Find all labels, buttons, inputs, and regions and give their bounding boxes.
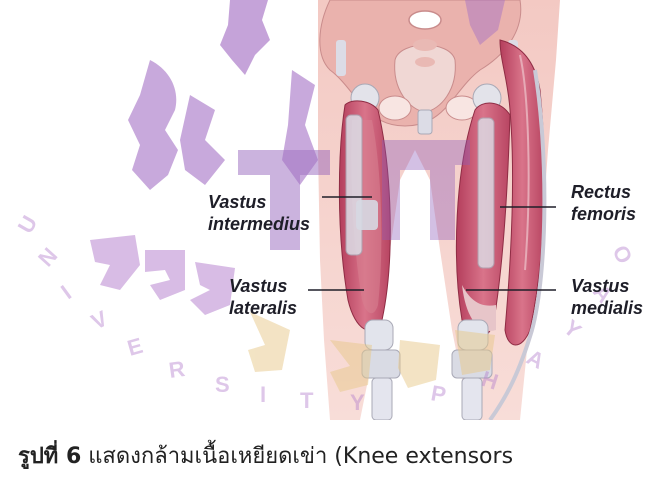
svg-text:Y: Y (350, 390, 365, 415)
svg-text:S: S (215, 372, 230, 397)
svg-text:R: R (167, 356, 186, 383)
label-vastus-lateralis-line2: lateralis (229, 297, 297, 319)
label-rectus-femoris-line1: Rectus (571, 181, 636, 203)
label-vastus-intermedius: Vastus intermedius (208, 191, 310, 235)
svg-text:V: V (87, 305, 111, 334)
svg-text:E: E (124, 333, 145, 361)
figure-caption-text: แสดงกล้ามเนื้อเหยียดเข่า (Knee extensors (88, 444, 513, 469)
label-vastus-lateralis-line1: Vastus (229, 275, 297, 297)
label-vastus-medialis-line1: Vastus (571, 275, 643, 297)
svg-text:O: O (608, 241, 638, 267)
svg-text:I: I (260, 382, 266, 407)
label-rectus-femoris: Rectus femoris (571, 181, 636, 225)
label-vastus-medialis-line2: medialis (571, 297, 643, 319)
label-vastus-intermedius-line2: intermedius (208, 213, 310, 235)
svg-text:N: N (33, 243, 62, 272)
svg-text:I: I (56, 280, 76, 304)
label-vastus-lateralis: Vastus lateralis (229, 275, 297, 319)
figure-number: รูปที่ 6 (18, 444, 81, 469)
label-vastus-medialis: Vastus medialis (571, 275, 643, 319)
svg-text:U: U (13, 211, 43, 237)
thigh-muscle-illustration: U N I V E R S I T Y P H A Y A O (0, 0, 645, 420)
label-vastus-intermedius-line1: Vastus (208, 191, 310, 213)
svg-text:T: T (300, 388, 314, 413)
label-rectus-femoris-line2: femoris (571, 203, 636, 225)
figure-caption: รูปที่ 6 แสดงกล้ามเนื้อเหยียดเข่า (Knee … (18, 442, 513, 472)
svg-text:P: P (429, 380, 448, 407)
